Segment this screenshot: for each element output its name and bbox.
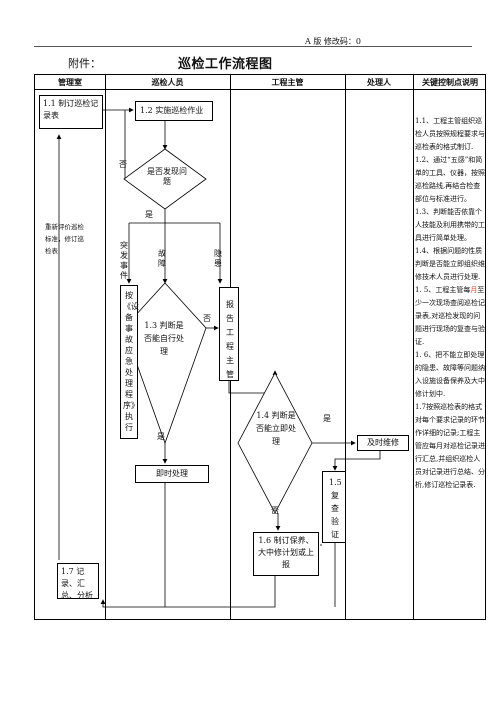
note-1-7: 1.7按照巡检表的格式对每个要求记录的环节作详细的记录;工程主管应每月对巡检记录… — [415, 403, 485, 489]
label-review: 重新评价巡检标准，修订巡检表 — [45, 223, 84, 255]
decision-14-diamond — [237, 372, 313, 514]
notes-column: 1.1、工程主管组织巡检人员按照规程要求与巡检表的格式制订. 1.2、通过“五感… — [415, 115, 485, 492]
box-1-6: 1.6 制订保养、大中修计划或上报 — [253, 532, 319, 576]
label-no-13: 否 — [203, 314, 211, 323]
decision-found-label: 是否发现问题 — [147, 167, 187, 186]
box-emergency: 按《设备事故应急处理程序》执行 — [120, 285, 139, 439]
note-1-1: 1.1、工程主管组织巡检人员按照规程要求与巡检表的格式制订. — [415, 117, 485, 151]
box-1-1: 1.1 制订巡检记录表 — [39, 95, 103, 129]
column-header-row — [35, 75, 485, 90]
note-1-3: 1.3、判断能否依靠个人技能及利用携带的工具进行简单处理。 — [415, 208, 485, 242]
label-yes-14: 是 — [323, 414, 331, 423]
label-yes-1: 是 — [145, 210, 153, 219]
column-header-handler: 处理人 — [367, 77, 391, 87]
label-hazard: 隐患 — [214, 249, 222, 268]
decision-13-label: 1.3 判断是否能自行处理 — [144, 321, 184, 356]
box-repair: 及时维修 — [357, 435, 409, 451]
decision-14-label: 1.4 判断是否能立即处理 — [256, 411, 296, 446]
column-header-engineering: 工程主管 — [271, 77, 304, 87]
header-rule — [34, 46, 472, 47]
note-1-2: 1.2、通过“五感”和简单的工具、仪器，按照巡检路线,再结合检查部位与标准进行。 — [415, 156, 485, 203]
box-report: 报告工程主管 — [219, 287, 239, 381]
attachment-label: 附件： — [68, 57, 101, 70]
connector-lines — [56, 107, 381, 608]
page-title: 巡检工作流程图 — [178, 57, 273, 72]
version-line: A 版 修改码：0 — [305, 37, 361, 46]
box-immediate: 即时处理 — [135, 465, 209, 483]
note-1-5: 1. 5、工程主管每月至少一次现场查阅巡检记录表,对巡检发现的问题进行现场的复查… — [415, 286, 485, 346]
box-1-2: 1.2 实施巡检作业 — [135, 101, 213, 121]
column-header-notes: 关键控制点说明 — [422, 77, 478, 87]
label-no-1: 否 — [119, 160, 127, 169]
box-1-5: 1.5复查验证 — [322, 471, 346, 543]
label-fault: 故障 — [158, 249, 166, 268]
decision-found-diamond — [123, 148, 207, 210]
note-1-6: 1. 6、把不能立即处理的隐患、故障等问题纳入设施设备保养及大中修计划中. — [415, 351, 485, 398]
flowchart-table: 管理室 巡检人员 工程主管 处理人 关键控制点说明 — [34, 74, 486, 620]
label-yes-13: 是 — [157, 432, 165, 441]
note-1-4: 1.4、根据问题的性质判断是否能立即组织维修技术人员进行处理. — [415, 247, 485, 281]
column-divider — [105, 75, 106, 619]
box-1-5-label: 1.5复查验证 — [329, 478, 342, 539]
box-emergency-label: 按《设备事故应急处理程序》执行 — [123, 291, 139, 432]
column-header-management: 管理室 — [58, 77, 82, 87]
label-no-14: 否 — [271, 506, 279, 515]
column-divider — [345, 75, 346, 619]
note-1-5-highlight: 月 — [470, 286, 478, 294]
box-1-7: 1.7 记录、汇总、分析 — [57, 563, 99, 600]
box-report-label: 报告工程主管 — [226, 300, 234, 379]
column-divider — [413, 75, 414, 619]
column-header-inspector: 巡检人员 — [151, 77, 184, 87]
label-burst: 突发事件 — [120, 241, 128, 280]
